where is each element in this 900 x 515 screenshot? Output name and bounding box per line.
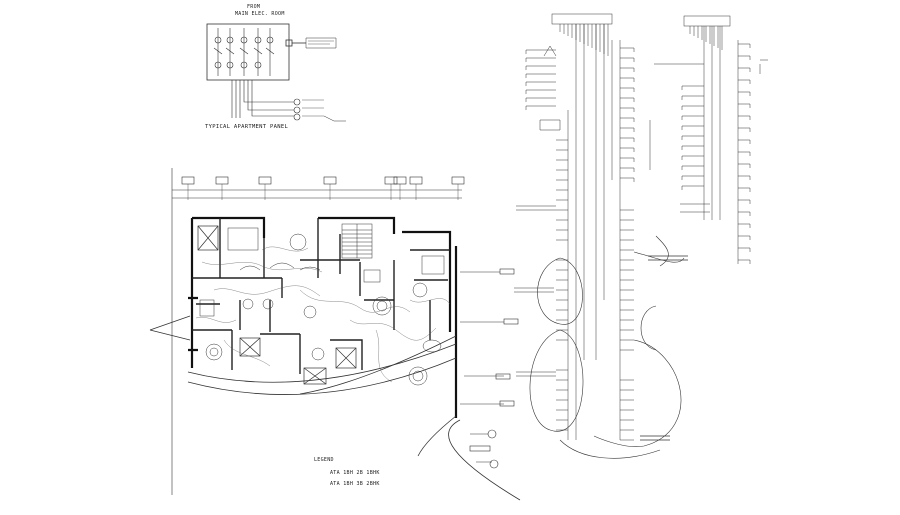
floor-plan [149, 168, 521, 501]
secondary-right-taps [738, 43, 768, 264]
typical-apartment-panel-diagram [206, 23, 346, 122]
panel-outgoing-circuits [231, 80, 346, 122]
riser-upper-left-branch [525, 45, 561, 131]
grid-dimension-line [171, 168, 465, 495]
lift-shaft-2 [335, 347, 357, 369]
feeder-tags [460, 268, 519, 469]
lighting-circuits [195, 246, 451, 383]
lift-shaft-1 [197, 225, 219, 251]
riser-secondary-panel-header [683, 15, 731, 27]
panel-from-label-line1: FROM [247, 4, 261, 10]
riser-main-panel-header [551, 13, 613, 25]
riser-diagram-secondary [680, 15, 768, 264]
riser-circuit-loops [529, 235, 685, 459]
plan-note-line2: ATA 1BH 3B 2BHK [330, 481, 380, 487]
typical-panel-title: TYPICAL APARTMENT PANEL [205, 124, 289, 130]
riser-right-branch-taps [620, 47, 704, 441]
riser-diagram-main [514, 13, 704, 459]
grid-bubbles [181, 176, 465, 185]
panel-feed-note-box [305, 37, 337, 49]
outer-walls [188, 216, 458, 418]
panel-breaker-columns [213, 28, 275, 76]
riser-left-branch-taps [514, 139, 568, 431]
staircase [341, 223, 373, 259]
balcony-curve [149, 315, 521, 501]
legend-title: LEGEND [314, 457, 334, 463]
interior-walls [192, 218, 450, 374]
secondary-left-taps [680, 85, 710, 213]
lift-and-shafts [197, 225, 357, 385]
plan-note-line1: ATA 1BH 2B 1BHK [330, 470, 380, 476]
panel-from-label-line2: MAIN ELEC. ROOM [235, 11, 285, 17]
lift-shaft-3 [239, 337, 261, 357]
riser-vertical-feeders [567, 24, 621, 440]
fixtures [199, 227, 445, 386]
